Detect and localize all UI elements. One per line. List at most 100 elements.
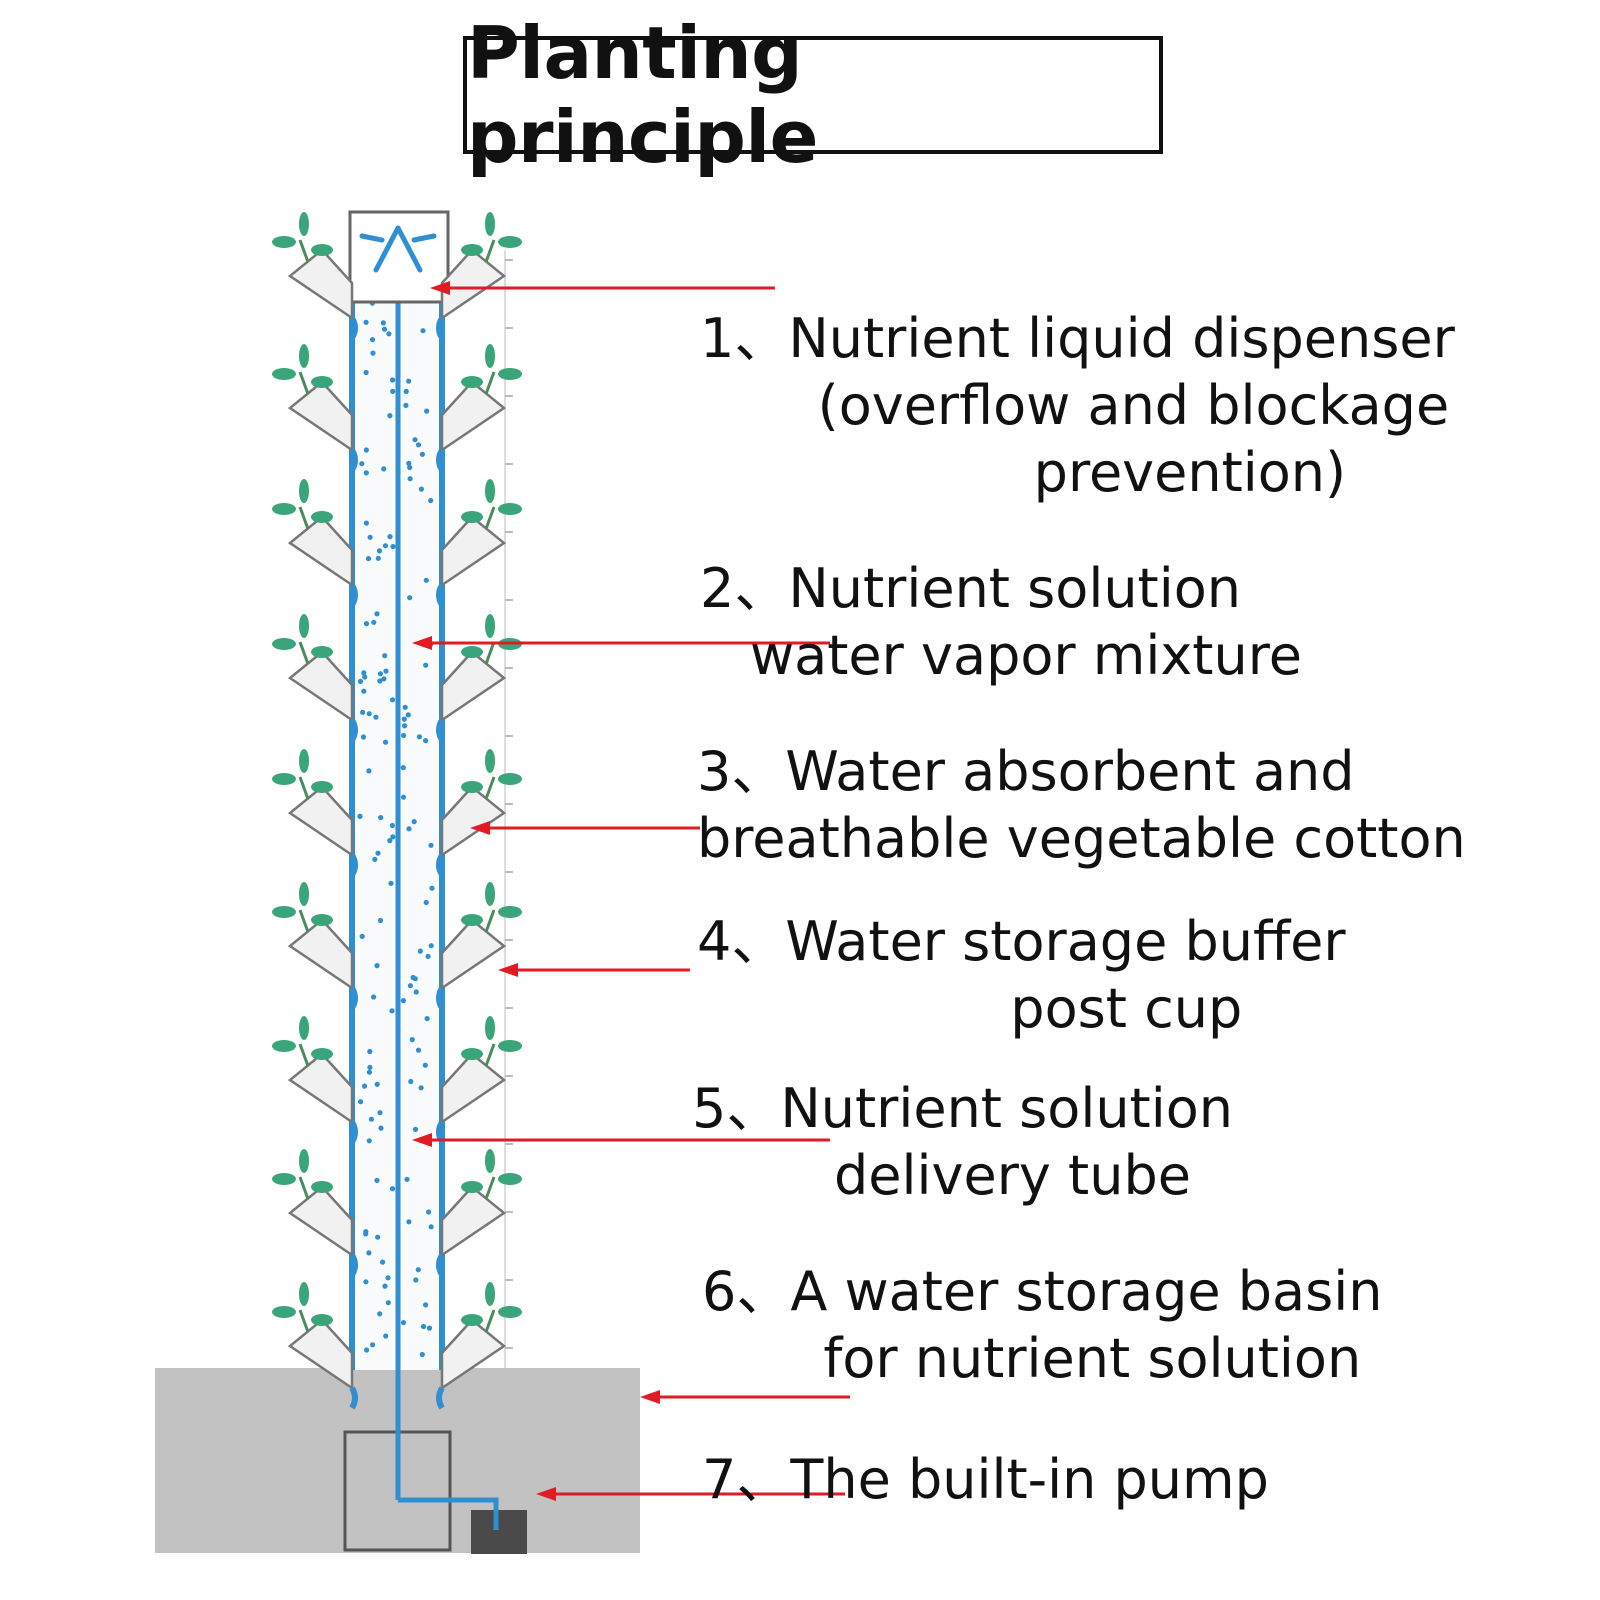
leaf-icon [311, 781, 333, 793]
seedling-stem [484, 506, 496, 530]
vapor-dot [368, 1116, 374, 1122]
arrow-head [536, 1487, 556, 1501]
cup-drip [436, 1386, 445, 1410]
leaf-icon [485, 1149, 495, 1173]
vapor-dot [367, 534, 373, 540]
planting-cup-left [272, 1016, 358, 1144]
leaf-icon [299, 1016, 309, 1040]
vapor-dot [411, 819, 417, 825]
vapor-dot [412, 437, 418, 443]
vapor-dot [374, 963, 380, 969]
leaf-icon [485, 882, 495, 906]
arrow-head [430, 281, 450, 295]
label-7: 7、The built-in pump [702, 1446, 1269, 1513]
vapor-dot [420, 1323, 427, 1330]
vapor-dot [360, 734, 367, 740]
vapor-dot [390, 388, 396, 394]
cup-body [287, 918, 354, 991]
vapor-dot [406, 1219, 412, 1225]
vapor-dot [387, 838, 393, 844]
spray-icon [359, 225, 437, 273]
vapor-dot [403, 388, 409, 395]
vapor-dot [429, 885, 435, 891]
vapor-dot [385, 1275, 391, 1281]
arrow-head [412, 1133, 432, 1147]
vapor-dot [380, 1259, 386, 1265]
planting-cup-right [436, 212, 522, 340]
leaf-icon [498, 503, 522, 515]
vapor-dot [413, 1277, 419, 1283]
vapor-dot [389, 1008, 395, 1014]
vapor-dot [406, 826, 412, 832]
cup-drip [436, 986, 445, 1010]
vapor-dot [423, 899, 429, 906]
vapor-dot [423, 1302, 429, 1308]
leaf-icon [485, 212, 495, 236]
leaf-icon [461, 646, 483, 658]
leaf-icon [272, 638, 296, 650]
vapor-dot [418, 1085, 424, 1091]
vapor-dot [420, 328, 426, 334]
leaf-icon [461, 914, 483, 926]
leaf-icon [311, 1181, 333, 1193]
label-1-number: 1、 [700, 307, 789, 370]
cup-body [287, 380, 354, 453]
leaf-icon [311, 1048, 333, 1060]
vapor-dot [428, 1224, 434, 1230]
vapor-dot [426, 1325, 433, 1331]
vapor-dot [419, 1351, 425, 1358]
vapor-dot [424, 408, 430, 414]
leaf-icon [299, 882, 309, 906]
arrow-6 [640, 1390, 850, 1404]
vapor-dot [365, 556, 372, 562]
cup-drip [349, 853, 358, 877]
seedling-stem [298, 239, 310, 263]
vapor-dot [425, 953, 431, 960]
arrow-4 [498, 963, 690, 977]
cup-body [440, 380, 507, 453]
seedling-stem [484, 239, 496, 263]
label-2: 2、Nutrient solution water vapor mixture [700, 555, 1302, 689]
vapor-dot [374, 1177, 380, 1183]
label-3: 3、Water absorbent and breathable vegetab… [697, 738, 1466, 872]
leaf-icon [311, 244, 333, 256]
leaf-icon [299, 1282, 309, 1306]
label-6-line-2: for nutrient solution [823, 1327, 1362, 1390]
label-1-line-3: prevention) [1033, 441, 1347, 504]
label-2-number: 2、 [700, 557, 789, 620]
leaf-icon [498, 906, 522, 918]
label-6-number: 6、 [702, 1260, 791, 1323]
vapor-dot [416, 734, 422, 740]
cup-body [287, 785, 354, 858]
planting-cup-left [272, 882, 358, 1010]
planting-cup-right [436, 749, 522, 877]
vapor-dot [357, 813, 363, 820]
cup-body [287, 248, 354, 321]
vapor-dot [366, 1250, 372, 1256]
vapor-dot [363, 1279, 369, 1285]
cup-drip [349, 1120, 358, 1144]
diagram-title: Planting principle [467, 11, 818, 179]
vapor-dot [428, 943, 434, 949]
leaf-icon [299, 1149, 309, 1173]
vapor-dot [370, 350, 376, 356]
cup-drip [436, 853, 445, 877]
vapor-dot [389, 1186, 396, 1192]
leaf-icon [299, 749, 309, 773]
vapor-dot [402, 704, 408, 710]
vapor-dot [418, 486, 424, 492]
leaf-icon [272, 773, 296, 785]
label-3-line-1: Water absorbent and [785, 740, 1355, 803]
planting-cup-left [272, 479, 358, 607]
leaf-icon [485, 344, 495, 368]
label-4-number: 4、 [697, 910, 786, 973]
leaf-icon [461, 1181, 483, 1193]
vapor-dot [364, 1347, 370, 1353]
vapor-dot [382, 1283, 388, 1289]
vapor-dot [377, 678, 383, 684]
leaf-icon [272, 503, 296, 515]
cup-body [287, 650, 354, 723]
leaf-icon [311, 1314, 333, 1326]
vapor-dot [424, 1016, 430, 1022]
